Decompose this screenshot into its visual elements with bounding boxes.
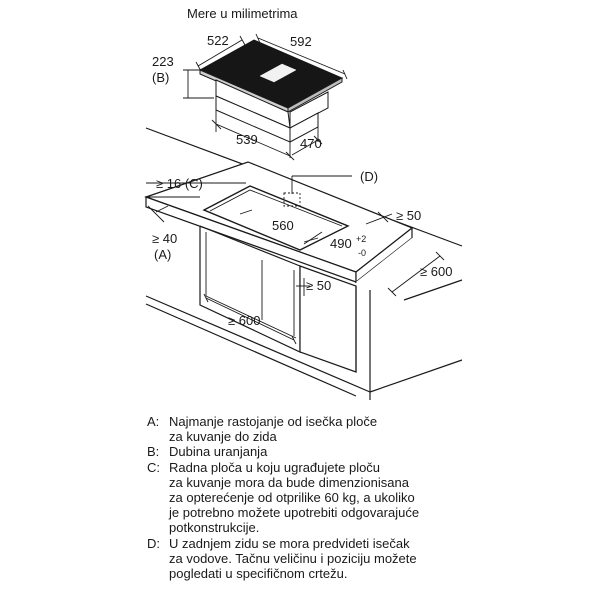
cutout-depth-label: 490: [330, 236, 352, 251]
legend-item-a: A: Najmanje rastojanje od isečka ploče z…: [147, 414, 378, 445]
hob-dimensions: [183, 33, 348, 161]
min-top-thickness-label: ≥ 16 (C): [156, 176, 203, 191]
front-ref-label: (A): [154, 247, 171, 262]
min-rear-gap-label: ≥ 50: [306, 278, 331, 293]
cutout-width-label: 560: [272, 218, 294, 233]
cabinet-dimensions: [146, 175, 445, 345]
legend-item-c: C: Radna ploča u koju ugrađujete ploču z…: [147, 459, 420, 536]
legend: A: Najmanje rastojanje od isečka ploče z…: [147, 414, 477, 581]
ref-d-label: (D): [360, 169, 378, 184]
legend-item-b: B: Dubina uranjanja: [147, 444, 268, 460]
hob-box-side: [289, 112, 319, 143]
cabinet-drawing: [144, 127, 463, 400]
hob-depth-front-label: 539: [236, 132, 258, 147]
min-depth-label: ≥ 600: [420, 264, 452, 279]
min-side-gap-label: ≥ 50: [396, 208, 421, 223]
hob-width-right-label: 592: [290, 34, 312, 49]
cutout-depth-tolerance-plus: +2: [356, 234, 366, 244]
hob-depth-side-label: 470: [300, 136, 322, 151]
hob-height-label: 223: [152, 54, 174, 69]
cutout-depth-tolerance-minus: -0: [358, 248, 366, 258]
units-label: Mere u milimetrima: [187, 6, 298, 21]
legend-item-d: D: U zadnjem zidu se mora predvideti ise…: [147, 535, 417, 582]
inner-width-label: ≥ 600: [228, 313, 260, 328]
min-front-gap-label: ≥ 40: [152, 231, 177, 246]
hob-drawing: [198, 39, 344, 143]
hob-height-ref-label: (B): [152, 70, 169, 85]
hob-extractor-slot: [259, 63, 297, 83]
hob-width-top-label: 522: [207, 33, 229, 48]
hob-rim-side: [287, 77, 343, 113]
worktop-cutout: [202, 185, 350, 251]
